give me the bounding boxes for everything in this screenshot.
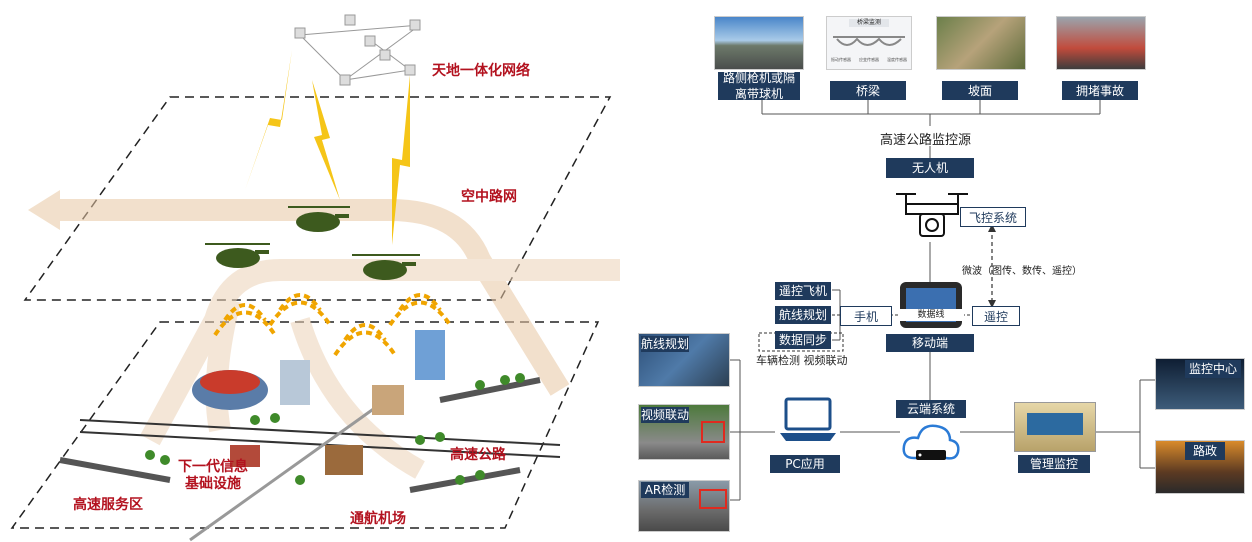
service-area-label: 高速服务区 (73, 497, 143, 513)
ground-plane-outline (10, 321, 600, 529)
mobile-box: 移动端 (886, 334, 974, 352)
phone-sub-label: 车辆检测 视频联动 (756, 354, 848, 367)
bridge-thumb-title: 桥梁监测 (849, 19, 889, 27)
air-plane-outline (23, 96, 612, 301)
pc-app-ar-detect: AR检测 (641, 482, 689, 498)
bridge-icon (833, 36, 905, 46)
flight-control-box: 飞控系统 (960, 207, 1026, 227)
management-console-image (1014, 402, 1096, 452)
bridge-thumb-sensors: 振动传感器 应变传感器 温度传感器 (831, 57, 907, 63)
air-route-label: 空中路网 (461, 189, 517, 205)
pc-app-video-link: 视频联动 (641, 407, 690, 423)
output-monitor-center: 监控中心 (1185, 360, 1241, 378)
phone-fn-route-plan: 航线规划 (775, 306, 831, 324)
monitor-source-label: 高速公路监控源 (880, 133, 972, 148)
smart-highway-illustration (10, 14, 620, 542)
phone-box: 手机 (840, 306, 892, 326)
highway-label: 高速公路 (450, 447, 506, 463)
source-bridge: 桥梁 (830, 81, 906, 100)
satellite-icons (294, 14, 421, 86)
drone-box: 无人机 (886, 158, 974, 178)
road-admin-thumb (1155, 440, 1245, 494)
bridge-thumb-sensor-3: 温度传感器 (887, 57, 907, 62)
next-gen-infra-label: 下一代信息 基础设施 (178, 459, 248, 492)
city-buildings (192, 330, 445, 475)
datalink-label: 数据线 (898, 309, 964, 321)
source-traffic-jam: 拥堵事故 (1062, 81, 1138, 100)
signal-bolts (245, 50, 410, 245)
traffic-jam-thumb (1056, 16, 1146, 70)
remote-box: 遥控 (972, 306, 1020, 326)
bridge-thumb-sensor-2: 应变传感器 (859, 57, 879, 62)
pc-app-box: PC应用 (770, 455, 840, 473)
roadside-camera-thumb (714, 16, 804, 70)
phone-fn-remote-flight: 遥控飞机 (775, 282, 831, 300)
source-slope: 坡面 (942, 81, 1018, 100)
slope-thumb (936, 16, 1026, 70)
helicopter-icons (205, 206, 420, 280)
drone-icon (896, 193, 968, 237)
source-roadside-camera: 路侧枪机或隔 离带球机 (718, 71, 800, 101)
space-network-label: 天地一体化网络 (432, 63, 530, 79)
cloud-box: 云端系统 (896, 400, 966, 418)
microwave-label: 微波（图传、数传、遥控） (962, 266, 1082, 277)
tablet-icon (900, 282, 962, 328)
signal-waves (213, 293, 452, 357)
phone-fn-data-sync: 数据同步 (775, 331, 831, 349)
pc-app-route-plan: 航线规划 (641, 336, 690, 352)
bridge-thumb: 桥梁监测 振动传感器 应变传感器 温度传感器 (826, 16, 912, 70)
management-box: 管理监控 (1018, 455, 1090, 473)
output-road-admin: 路政 (1185, 442, 1225, 460)
bridge-thumb-sensor-1: 振动传感器 (831, 57, 851, 62)
cloud-server-icon (902, 424, 960, 460)
laptop-icon (780, 397, 836, 441)
airport-label: 通航机场 (350, 511, 406, 527)
tree-decorations (145, 373, 525, 485)
